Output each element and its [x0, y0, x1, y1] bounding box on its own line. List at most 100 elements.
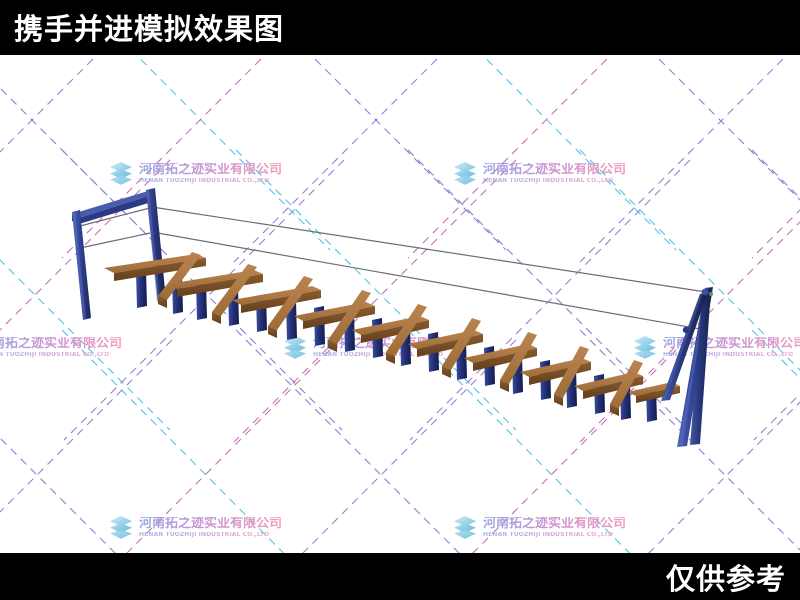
wooden-step-beam-side	[114, 258, 206, 281]
green-cap-marker	[709, 292, 713, 296]
frame-post-right-highlight	[146, 189, 160, 302]
beam-unit	[268, 276, 313, 340]
wooden-step-beam-side	[177, 274, 263, 297]
wooden-step-beam-top	[104, 254, 206, 273]
beam-unit	[294, 302, 375, 346]
blue-support-post	[456, 340, 467, 380]
blue-support-post	[484, 346, 495, 386]
beam-unit	[442, 318, 481, 380]
blue-support-post	[136, 270, 147, 308]
wooden-step-beam-top	[520, 358, 591, 377]
wooden-step-beam-side	[268, 326, 277, 338]
wooden-step-beam-side	[473, 348, 537, 371]
wooden-step-beam-top	[574, 372, 643, 391]
blue-support-post	[594, 374, 605, 414]
right-a-frame	[661, 287, 713, 447]
blue-support-post	[256, 294, 267, 332]
beam-unit	[610, 360, 643, 420]
frame-top-bar-shade	[72, 214, 79, 224]
guide-cable	[79, 232, 151, 249]
wooden-step-beam-side	[442, 366, 451, 378]
wooden-step-beam-top	[610, 360, 643, 408]
watermark-company-en: HENAN TUOZHIJI INDUSTRIAL CO.,LTD	[313, 351, 456, 358]
blue-support-post	[428, 332, 439, 372]
cable-anchor-node	[701, 288, 709, 296]
guide-cable	[79, 207, 151, 227]
wooden-step-beam-top	[628, 382, 680, 396]
blue-support-post	[286, 300, 297, 340]
guide-cable	[151, 231, 707, 331]
company-logo-icon	[452, 514, 478, 540]
wooden-step-beam-top	[232, 286, 321, 305]
beam-unit	[328, 290, 371, 352]
frame-post-rear	[677, 287, 713, 447]
watermark-company-cn: 河南拓之迹实业有限公司	[139, 515, 283, 531]
frame-post-right	[146, 188, 166, 302]
blue-support-post	[646, 386, 657, 422]
footer-bar: 仅供参考	[0, 553, 800, 600]
company-logo-icon	[108, 160, 134, 186]
left-goal-frame	[72, 188, 166, 320]
beam-unit	[386, 304, 427, 366]
frame-post-front	[690, 289, 711, 445]
beam-unit	[554, 346, 589, 408]
wooden-step-beam-top	[212, 264, 257, 316]
frame-top-bar	[72, 191, 155, 218]
wooden-step-beam-side	[529, 362, 591, 385]
wooden-step-beam-side	[328, 340, 337, 352]
watermark-company-en: HENAN TUOZHIJI INDUSTRIAL CO.,LTD	[139, 531, 282, 538]
wooden-step-beam-top	[158, 252, 201, 300]
wooden-step-beam-top	[408, 330, 483, 349]
watermark-company-en: HENAN TUOZHIJI INDUSTRIAL CO.,LTD	[663, 351, 800, 358]
company-logo-icon	[108, 514, 134, 540]
wooden-step-beam-side	[636, 386, 680, 403]
watermark-company-cn: 河南拓之迹实业有限公司	[0, 337, 122, 350]
wooden-step-beam-top	[328, 290, 371, 344]
beam-unit	[104, 254, 206, 308]
wooden-step-beam-side	[303, 306, 375, 329]
frame-top-bar-face	[79, 194, 155, 224]
watermark-company-cn: 河南拓之迹实业有限公司	[483, 161, 627, 177]
blue-support-post	[540, 360, 551, 400]
wooden-step-beam-side	[241, 290, 321, 313]
wooden-step-beam-top	[554, 346, 589, 398]
blue-support-post	[620, 380, 631, 420]
beam-unit	[628, 382, 680, 422]
beam-field	[104, 252, 680, 422]
cable-anchor-node	[682, 326, 690, 334]
wooden-step-beam-side	[583, 376, 643, 399]
wooden-step-beam-top	[168, 270, 263, 289]
beam-unit	[158, 252, 201, 314]
watermark-company-cn: 河南拓之迹实业有限公司	[483, 515, 627, 531]
company-logo-icon	[282, 334, 308, 360]
beam-unit	[520, 358, 591, 400]
frame-brace-leg	[661, 292, 708, 401]
blue-support-post	[172, 276, 183, 314]
frame-brace-leg-highlight	[662, 293, 703, 401]
wooden-step-beam-side	[554, 394, 563, 406]
wooden-step-beam-top	[464, 344, 537, 363]
blue-support-post	[344, 312, 355, 352]
watermark-company-cn: 河南拓之迹实业有限公司	[139, 161, 283, 177]
blue-support-post	[566, 368, 577, 408]
company-logo-icon	[632, 334, 658, 360]
frame-post-left-highlight	[72, 211, 86, 320]
wooden-step-beam-top	[442, 318, 481, 370]
blue-support-post	[228, 288, 239, 326]
header-bar: 携手并进模拟效果图	[0, 0, 800, 55]
